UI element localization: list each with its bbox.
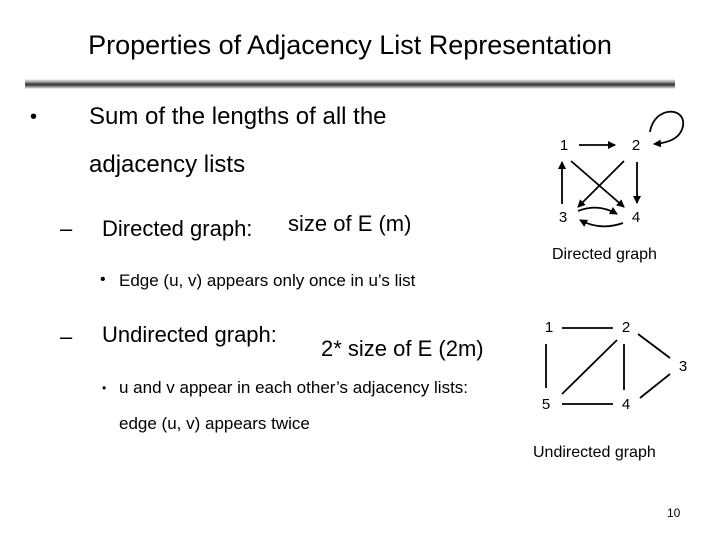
bullet-text-line2: adjacency lists xyxy=(89,151,246,178)
node-label: 4 xyxy=(632,209,640,226)
edge-1-4 xyxy=(570,160,625,208)
edge-2-5 xyxy=(561,339,618,395)
undirected-graph-caption: Undirected graph xyxy=(533,444,656,461)
self-loop-2 xyxy=(649,110,684,148)
edge-3-4 xyxy=(577,206,618,215)
title-divider xyxy=(25,79,675,89)
node-label: 1 xyxy=(560,137,568,154)
bullet-marker: • xyxy=(30,106,38,128)
undirected-dash: – xyxy=(60,324,73,349)
directed-sub-text: Edge (u, v) appears only once in u’s lis… xyxy=(119,271,416,290)
edge-2-3 xyxy=(637,333,671,359)
undirected-size: 2* size of E (2m) xyxy=(321,336,484,361)
node-label: 2 xyxy=(632,137,640,154)
directed-graph: 1 2 3 4 xyxy=(558,110,684,228)
bullet-text-line1: Sum of the lengths of all the xyxy=(89,103,387,130)
node-label: 5 xyxy=(542,396,550,413)
undirected-sub-line1: u and v appear in each other’s adjacency… xyxy=(119,378,469,397)
page-number: 10 xyxy=(667,506,681,520)
node-label: 1 xyxy=(545,319,553,336)
directed-sub-marker: • xyxy=(100,271,106,288)
directed-label: Directed graph: xyxy=(102,216,253,241)
edge-2-3 xyxy=(577,160,625,208)
directed-graph-caption: Directed graph xyxy=(552,246,657,263)
node-label: 2 xyxy=(622,319,630,336)
node-label: 4 xyxy=(622,396,630,413)
undirected-graph: 1 2 3 4 5 xyxy=(542,319,687,413)
edge-4-3 xyxy=(579,219,624,228)
undirected-sub-line2: edge (u, v) appears twice xyxy=(119,414,310,433)
edge-3-4 xyxy=(639,373,671,399)
directed-size: size of E (m) xyxy=(288,211,412,236)
directed-dash: – xyxy=(60,216,73,241)
node-label: 3 xyxy=(679,358,687,375)
slide-title: Properties of Adjacency List Representat… xyxy=(88,30,612,60)
undirected-sub-marker: • xyxy=(102,381,107,395)
undirected-label: Undirected graph: xyxy=(102,322,277,347)
node-label: 3 xyxy=(559,209,567,226)
